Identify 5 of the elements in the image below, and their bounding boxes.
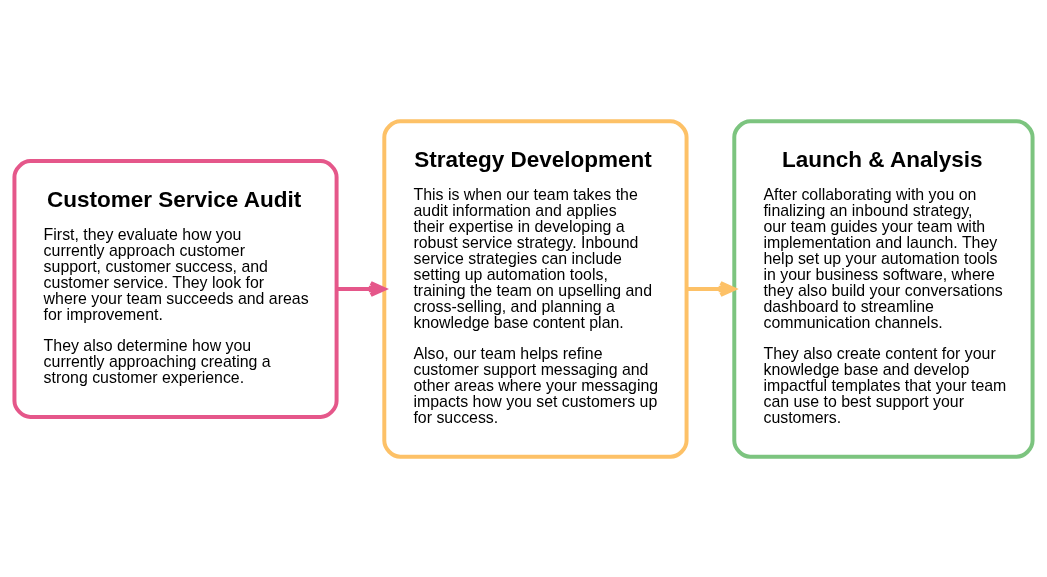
arrow (336, 280, 387, 297)
node-box: Strategy Development This is when our team takes the audit information and applies their expertise in developing a robust service strategy. Inbound service strategies can include setting up automation tools, training the team on upselling and cross-selling, and planning a knowledge base content plan. Also, our team helps refine customer support messaging and other areas where your messaging impacts how you set customers up for success. (382, 118, 689, 459)
arrow (686, 280, 736, 297)
node-box: Launch & Analysis After collaborating with you on finalizing an inbound strategy, our team guides your team with implementation and launch. They help set up your automation tools in your business software, where they also build your conversations dashboard to streamline communication channels. They also create content for your knowledge base and develop impactful templates that your team can use to best support your customers. (732, 118, 1035, 459)
node-box: Customer Service Audit First, they evaluate how you currently approach customer support, customer success, and customer service. They look for where your team succeeds and areas for improvement. They also determine how you currently approaching creating a strong customer experience. (12, 158, 339, 419)
